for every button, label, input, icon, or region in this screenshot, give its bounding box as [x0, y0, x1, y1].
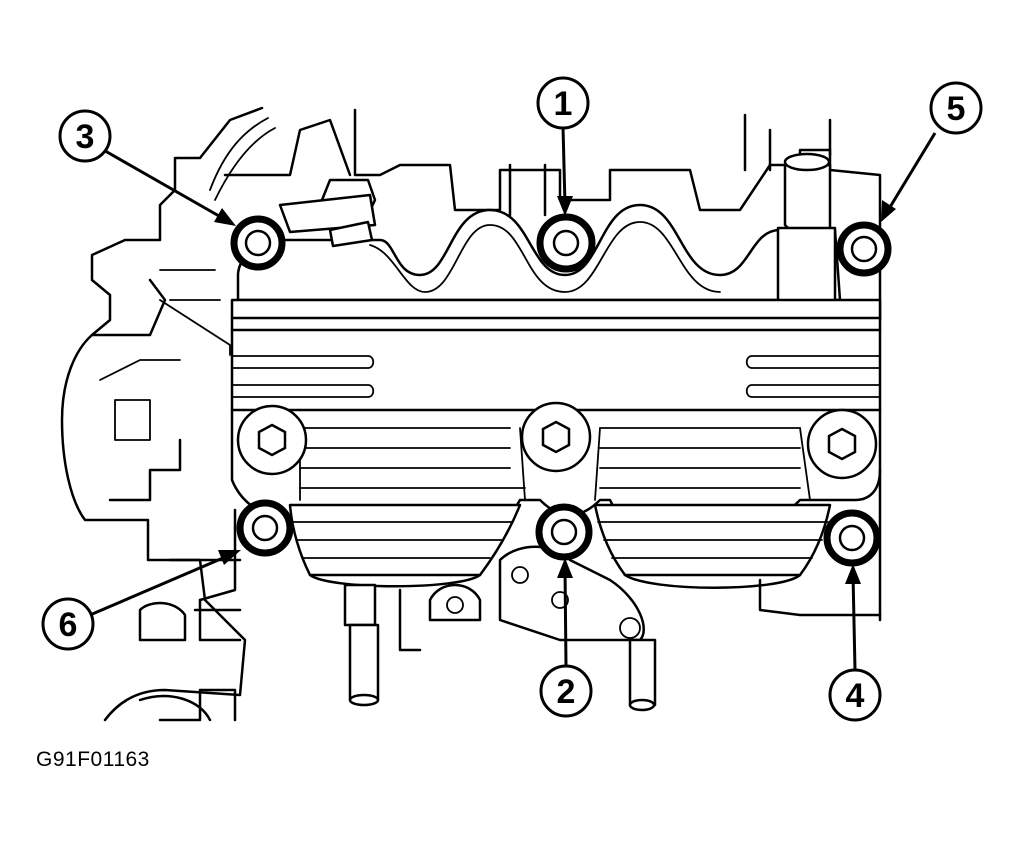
callout-1: 1 [536, 76, 590, 130]
callout-5-label: 5 [947, 90, 966, 128]
middle-left-hex-bolt [236, 404, 308, 476]
bottom-center-bolt [535, 503, 593, 561]
callout-2-label: 2 [557, 673, 576, 711]
figure-id-label: G91F01163 [36, 748, 150, 771]
callout-6: 6 [41, 597, 95, 651]
middle-center-hex-bolt [520, 401, 592, 473]
middle-row-bolts [236, 401, 878, 480]
callout-arrow-3 [99, 146, 236, 226]
middle-right-hex-bolt [806, 408, 878, 480]
cylinder-head-top [236, 108, 882, 322]
callout-5: 5 [929, 81, 983, 135]
callout-arrow-2 [557, 558, 573, 667]
callout-arrow-6 [89, 550, 241, 617]
callout-arrow-1 [557, 126, 573, 216]
top-left-bolt [230, 215, 286, 271]
bottom-left-bolt [236, 499, 294, 557]
top-center-bolt [536, 213, 596, 273]
callout-4: 4 [828, 668, 882, 722]
callout-4-label: 4 [846, 677, 865, 715]
callout-labels: 1 3 5 6 2 4 [41, 76, 983, 722]
lower-engine-parts [198, 468, 882, 712]
callout-1-label: 1 [554, 85, 573, 123]
callout-arrow-4 [845, 564, 861, 671]
callout-2: 2 [539, 664, 593, 718]
callout-arrow-5 [881, 132, 937, 222]
callout-3-label: 3 [76, 118, 95, 156]
callout-arrows [89, 126, 937, 671]
bottom-right-bolt [823, 509, 881, 567]
sequenced-bolts [230, 213, 892, 567]
top-right-bolt [836, 221, 892, 277]
callout-6-label: 6 [59, 606, 78, 644]
callout-3: 3 [58, 109, 112, 163]
